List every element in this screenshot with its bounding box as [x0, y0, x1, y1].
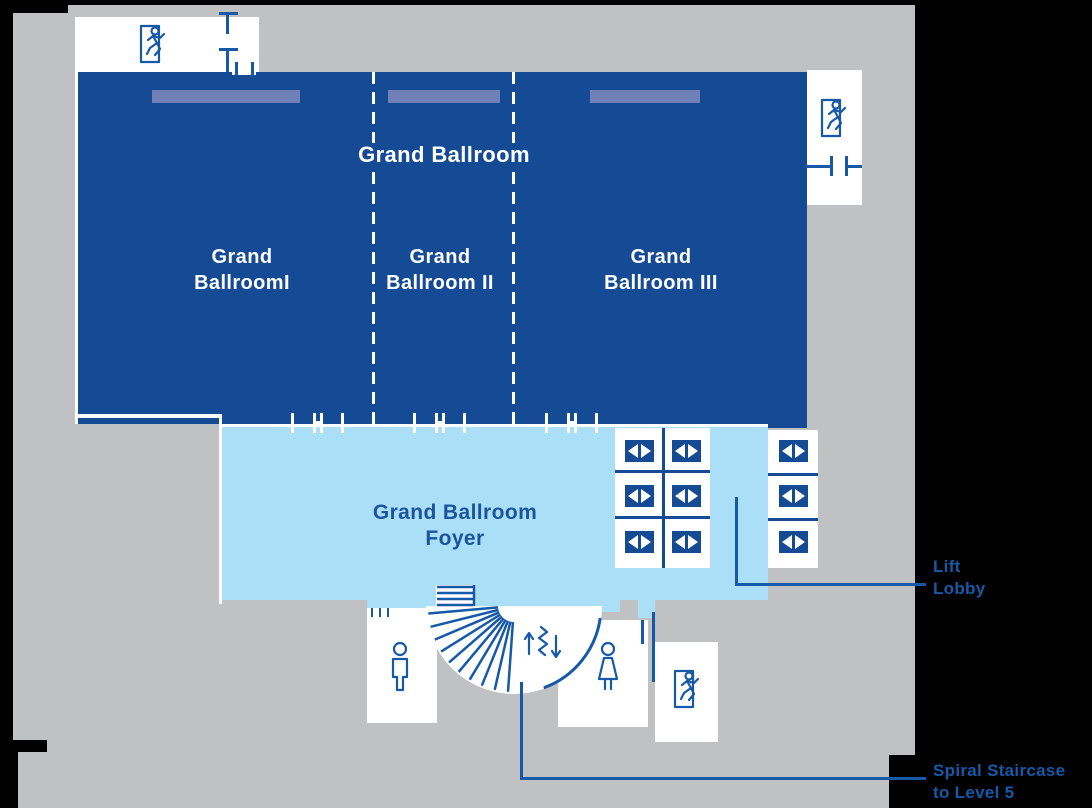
lift-icon [779, 531, 808, 553]
building-mass-bottom-left [18, 752, 47, 808]
door-tick [371, 608, 373, 617]
door-icon [251, 62, 254, 76]
lift-door-right [795, 444, 805, 458]
wall-segment [641, 620, 644, 644]
door-icon [830, 156, 833, 176]
lift-door-left [782, 489, 792, 503]
room-grand-ballroom [78, 72, 807, 424]
foyer-tab [638, 600, 655, 618]
lift-icon [672, 440, 701, 462]
lift-door-left [675, 444, 685, 458]
building-mass-bottom [47, 740, 889, 808]
spiral-staircase-icon [426, 585, 602, 694]
lift-bank-divider [615, 470, 710, 473]
wall-segment [652, 612, 655, 682]
door-tick [463, 413, 466, 433]
lift-door-left [628, 535, 638, 549]
door-tick [291, 413, 294, 433]
stage-bar-2 [388, 90, 500, 103]
lift-bank-divider [662, 428, 665, 568]
door-icon [805, 165, 832, 168]
exit-icon [673, 669, 700, 709]
stage-bar-3 [590, 90, 700, 103]
door-tick [545, 413, 548, 433]
door-tick [413, 413, 416, 433]
exit-icon [820, 98, 847, 138]
lift-door-left [628, 444, 638, 458]
ballroom-title: Grand Ballroom [352, 143, 536, 167]
door-tick-bar [313, 421, 323, 424]
partition-divider-1 [372, 72, 375, 424]
exit-icon [139, 24, 166, 64]
wall-line [219, 414, 222, 604]
door-opening [232, 70, 256, 75]
lift-icon [672, 531, 701, 553]
lift-door-right [688, 535, 698, 549]
lift-door-left [675, 489, 685, 503]
door-tick [387, 608, 389, 617]
lift-icon [625, 531, 654, 553]
lift-door-right [641, 489, 651, 503]
lift-icon [779, 485, 808, 507]
door-tick-bar [435, 421, 445, 424]
spiral-leader-line [520, 777, 926, 780]
wall-line [222, 424, 768, 427]
lift-lobby-leader-line [735, 583, 926, 586]
lift-door-right [795, 535, 805, 549]
lift-lobby-leader-line [735, 497, 738, 584]
lift-door-right [641, 535, 651, 549]
door-tick [595, 413, 598, 433]
wall-line [75, 72, 78, 424]
male-restroom-icon [391, 641, 409, 692]
door-tick [379, 608, 381, 617]
lift-bank-divider [615, 516, 710, 519]
spiral-leader-line [520, 682, 523, 778]
door-icon [226, 48, 229, 72]
lift-door-right [688, 489, 698, 503]
stage-bar-1 [152, 90, 300, 103]
female-restroom-icon [597, 641, 619, 691]
lift-icon [625, 485, 654, 507]
lift-door-right [641, 444, 651, 458]
lift-door-left [628, 489, 638, 503]
lift-bank-divider [768, 473, 818, 476]
building-mass-left [13, 13, 68, 740]
lift-icon [779, 440, 808, 462]
lift-door-right [688, 444, 698, 458]
door-icon [845, 165, 862, 168]
lift-bank-divider [768, 518, 818, 521]
lift-icon [625, 440, 654, 462]
wall-line [75, 414, 222, 418]
vestibule-top-right [807, 70, 862, 205]
partition-divider-2 [512, 72, 515, 424]
door-icon [226, 12, 229, 34]
lift-icon [672, 485, 701, 507]
stair-direction-icon [523, 625, 562, 659]
lift-door-left [782, 535, 792, 549]
door-icon [235, 62, 238, 76]
door-tick-bar [567, 421, 577, 424]
restroom-male-room [367, 608, 437, 723]
lift-door-left [675, 535, 685, 549]
door-tick [341, 413, 344, 433]
vestibule-top-left [75, 17, 259, 72]
lift-door-left [782, 444, 792, 458]
lift-door-right [795, 489, 805, 503]
